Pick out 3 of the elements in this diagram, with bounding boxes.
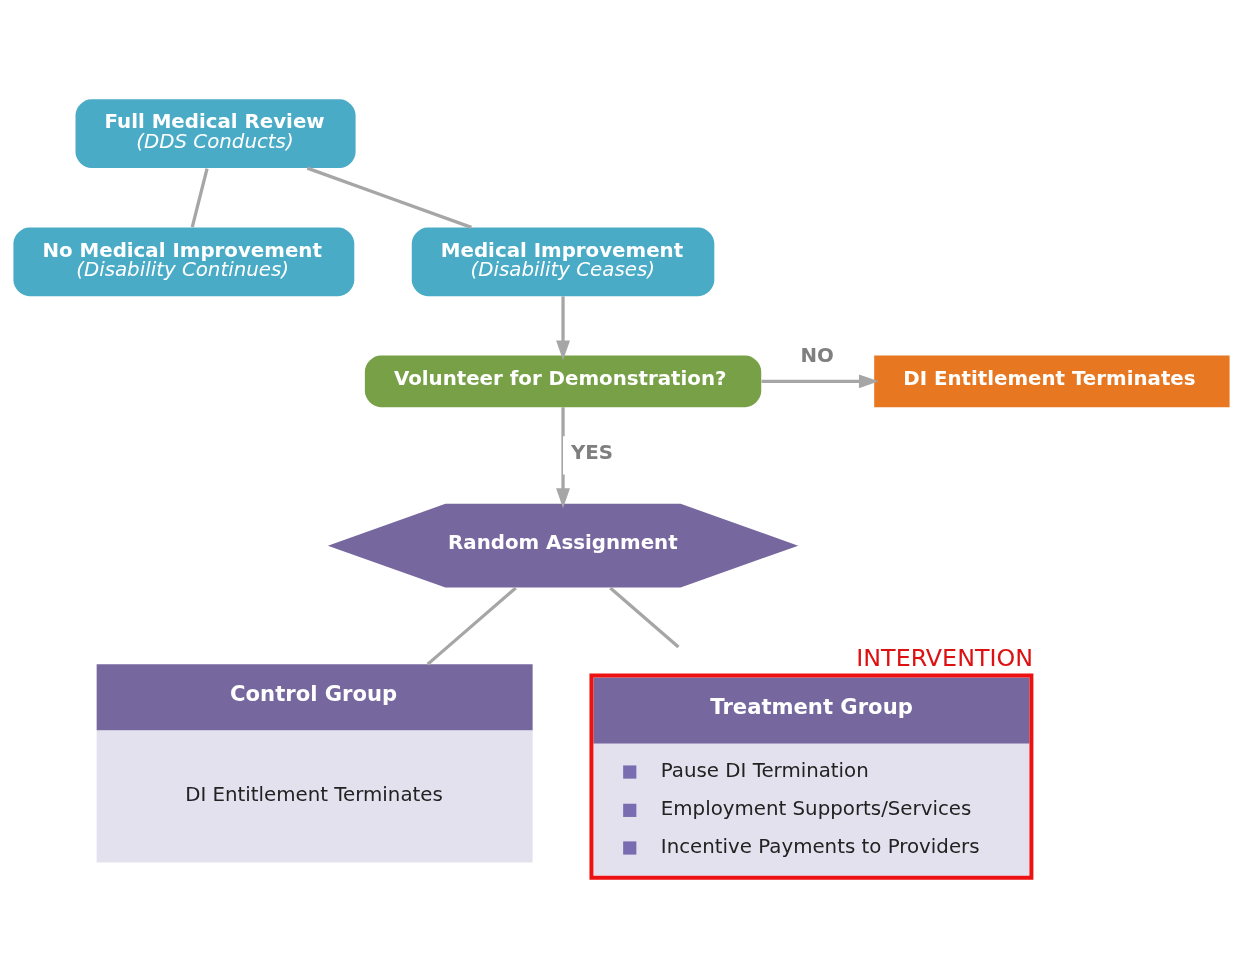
node-label: INTERVENTION — [856, 644, 1033, 673]
edge-label: YES — [570, 441, 614, 465]
edge-label: NO — [800, 344, 834, 368]
